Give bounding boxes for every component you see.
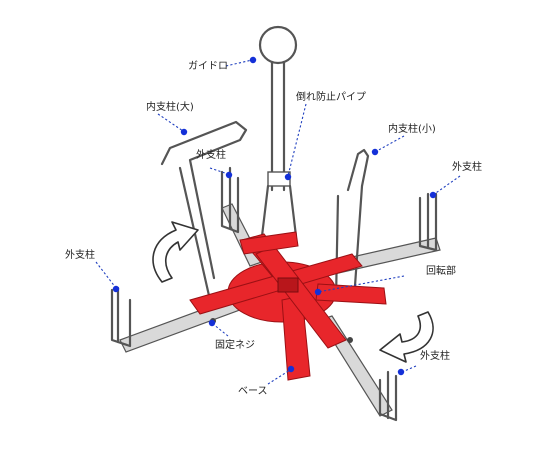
- label-inner-post-small: 内支柱(小): [388, 124, 436, 135]
- label-inner-post-large: 内支柱(大): [146, 102, 194, 113]
- label-rotating-part: 回転部: [426, 266, 456, 277]
- red-clamp-top: [239, 231, 299, 255]
- rotation-arrow-left-icon: [152, 221, 199, 283]
- rotation-arrow-right-icon: [379, 311, 434, 363]
- label-outer-post-left: 外支柱: [65, 250, 95, 261]
- label-base: ベース: [238, 386, 268, 397]
- outer-post-left-frame: [110, 288, 132, 348]
- red-beam-right: [315, 283, 387, 305]
- label-fixing-screw: 固定ネジ: [215, 340, 255, 351]
- leader-lines: [95, 59, 461, 385]
- label-outer-post-lower-right: 外支柱: [420, 351, 450, 362]
- marker-dots: [112, 56, 437, 376]
- guide-ring-shape: [258, 25, 298, 65]
- inner-post-small-frame: [334, 148, 370, 302]
- red-beam-horizontal: [189, 253, 363, 315]
- center-pipe: [258, 25, 298, 238]
- label-anti-fall-pipe: 倒れ防止パイプ: [296, 92, 366, 103]
- label-outer-post-upper-left: 外支柱: [196, 150, 226, 161]
- red-base: [189, 231, 387, 381]
- center-block: [277, 277, 299, 293]
- label-outer-post-upper-right: 外支柱: [452, 162, 482, 173]
- label-guide-ring: ガイドロ: [188, 61, 228, 72]
